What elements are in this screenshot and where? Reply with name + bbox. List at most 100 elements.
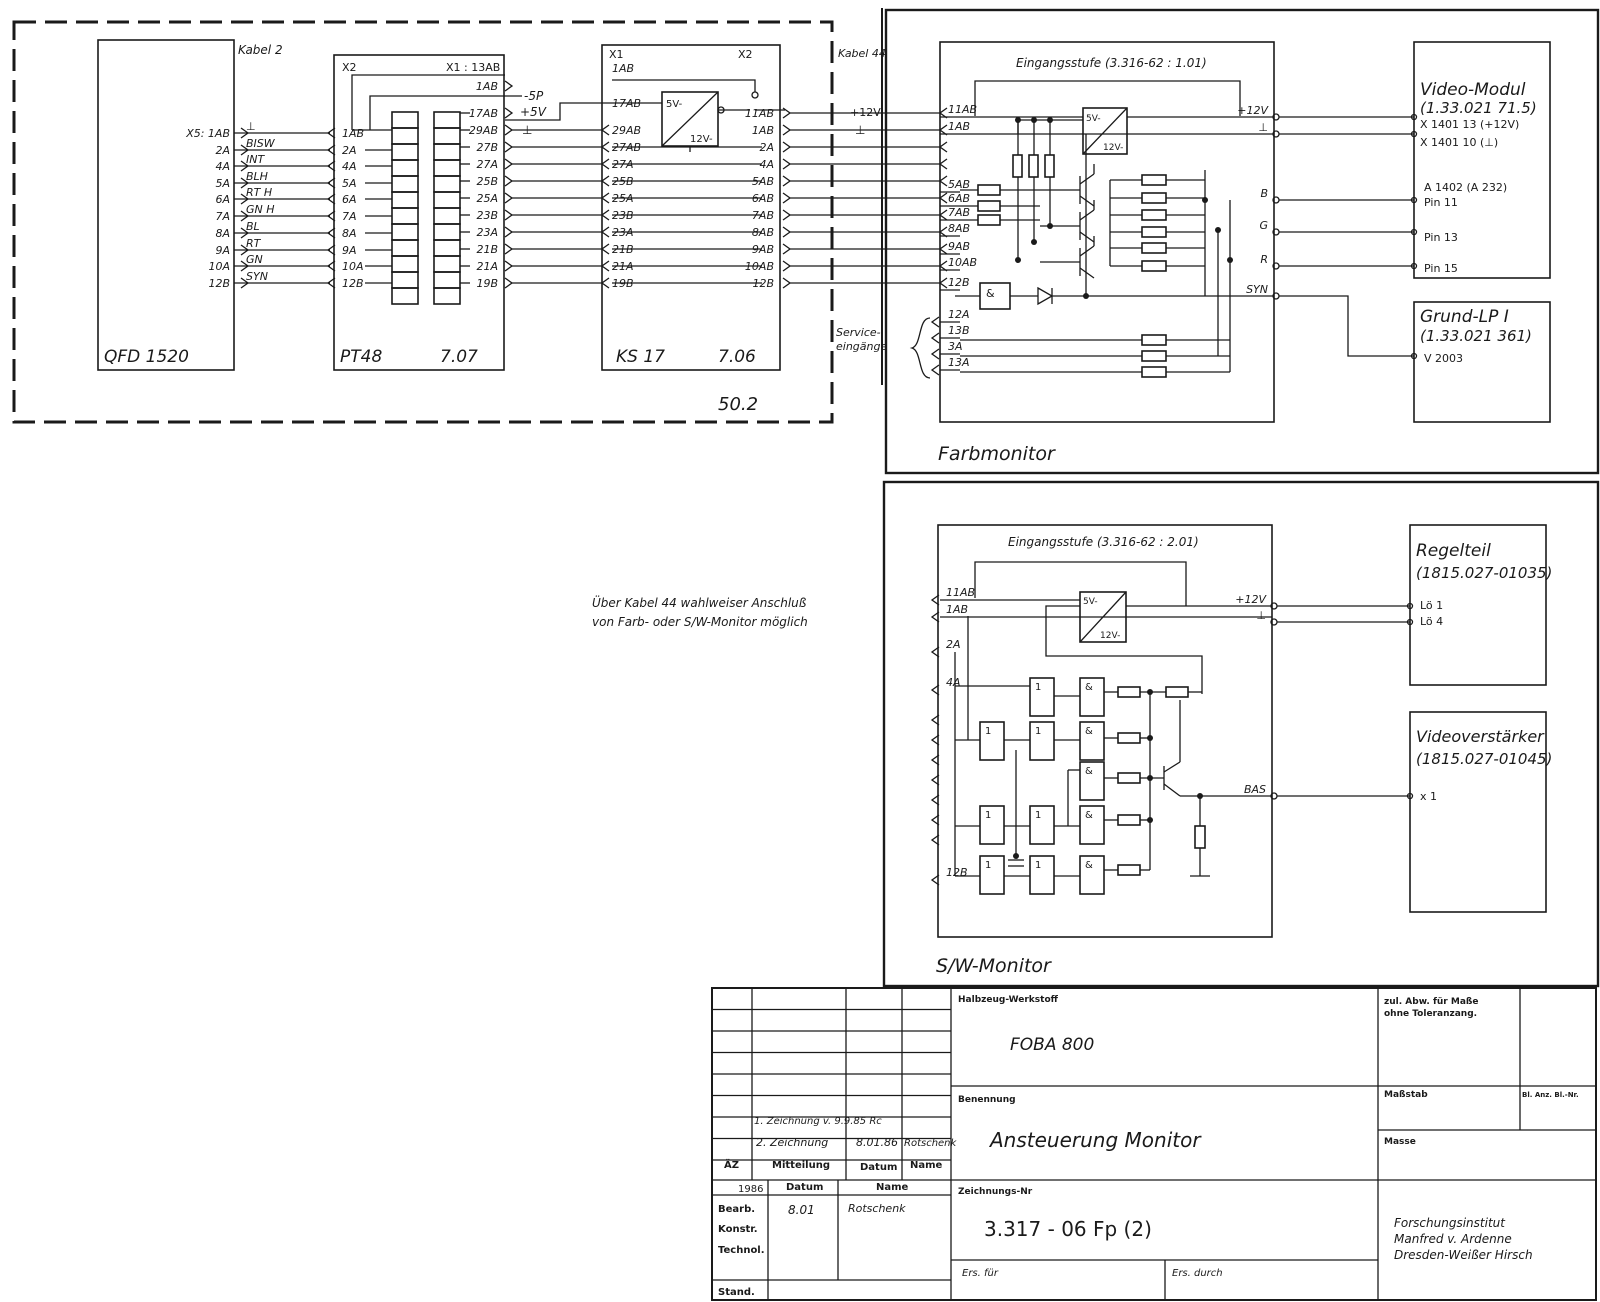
qfd-connector-icon-6 <box>240 227 250 239</box>
tb-massstab: Maßstab <box>1384 1090 1428 1100</box>
ks17-right-pin-5: 6AB <box>752 192 774 205</box>
sw-gate-symbol-5: & <box>1085 766 1093 777</box>
pt48-connector-icon-9 <box>326 277 336 289</box>
video-modul-box <box>1413 41 1551 279</box>
sw-resistor-5 <box>1165 686 1189 698</box>
tb-bearb-name: Rotschenk <box>848 1202 906 1215</box>
ks17-out-connector-icon-5 <box>782 192 792 204</box>
ks17-right-pin-10: 12B <box>752 277 774 290</box>
qfd-signal-3: BLH <box>246 170 268 183</box>
farb-output-label-3: G <box>1259 219 1268 232</box>
pt48-5p: -5P <box>524 89 544 103</box>
tb-datum-header: Datum <box>860 1162 897 1173</box>
sw-stage-label: Eingangsstufe (3.316-62 : 2.01) <box>1008 535 1199 549</box>
kabel44-gnd: ⊥ <box>855 123 865 137</box>
pt48-block-left-10 <box>391 271 419 289</box>
sw-gate-symbol-1: & <box>1085 682 1093 693</box>
farb-connector-icon-8 <box>938 243 948 255</box>
farb-and-gate-symbol: & <box>986 287 995 300</box>
tb-ers-fuer: Ers. für <box>962 1268 999 1279</box>
qfd-connector-icon-2 <box>240 160 250 172</box>
farb-service-resistor-2 <box>1141 366 1167 378</box>
regelteil-row-0: Lö 1 <box>1420 599 1443 612</box>
farb-output-resistor-2 <box>1141 209 1167 221</box>
regelteil-box <box>1409 524 1547 686</box>
ks17-right-pin-7: 8AB <box>752 226 774 239</box>
sw-monitor-frame <box>882 480 1600 988</box>
sw-extra-connector-icon-5 <box>930 814 940 826</box>
pt48-block-right-1 <box>433 127 461 145</box>
unit-50-2: 50.2 Kabel 2 QFD 1520 PT48 7.07 X2 X1 : … <box>12 20 948 424</box>
farbmonitor-eingangsstufe-box <box>939 41 1275 423</box>
qfd-1520-label: QFD 1520 <box>104 347 189 367</box>
sw-gate-10 <box>1029 855 1055 895</box>
grund-lpi-row-0: V 2003 <box>1424 352 1463 365</box>
farb-service-connector-icon-12 <box>930 364 940 376</box>
kabel44-label: Kabel 44 <box>838 47 886 60</box>
pt48-x1: X1 : 13AB <box>446 61 500 74</box>
sw-converter-out: 12V- <box>1100 631 1120 641</box>
sw-eingangsstufe-box <box>937 524 1273 938</box>
qfd-pin-2: 4A <box>215 160 230 173</box>
pt48-block-left-6 <box>391 207 419 225</box>
sw-gate-11 <box>1079 855 1105 895</box>
qfd-connector-icon-0 <box>240 127 250 139</box>
qfd-connector-icon-1 <box>240 144 250 156</box>
ks17-connector-icon-3 <box>600 141 610 153</box>
farb-output-resistor-3 <box>1141 226 1167 238</box>
kabel2-label: Kabel 2 <box>238 43 283 57</box>
ks17-connector-icon-7 <box>600 209 610 221</box>
ks17-label: KS 17 <box>616 347 665 367</box>
grund-lpi-number: (1.33.021 361) <box>1420 327 1532 345</box>
tb-datum-col: Datum <box>786 1182 823 1193</box>
qfd-signal-9: SYN <box>246 270 268 283</box>
tb-bearb-date: 8.01 <box>788 1203 815 1217</box>
tb-name-col: Name <box>876 1182 909 1193</box>
farb-connector-icon-2 <box>938 141 948 153</box>
farb-pin-0: 11AB <box>948 103 977 116</box>
qfd-connector-icon-5 <box>240 210 250 222</box>
sw-extra-connector-icon-6 <box>930 834 940 846</box>
sw-gate-symbol-7: 1 <box>1035 810 1041 821</box>
sw-monitor-title: S/W-Monitor <box>936 955 1052 977</box>
pt48-x2: X2 <box>342 61 357 74</box>
sw-extra-connector-icon-0 <box>930 714 940 726</box>
farb-pin-5: 8AB <box>948 222 970 235</box>
pt48-left-pin-8: 10A <box>342 260 364 273</box>
kabel-44: Kabel 44 +12V ⊥ Service-eingänge Über Ka… <box>592 8 931 629</box>
tb-halbzeug-label: Halbzeug-Werkstoff <box>958 995 1059 1005</box>
tb-institute-3: Dresden-Weißer Hirsch <box>1394 1248 1533 1262</box>
tb-zul-abw-1: zul. Abw. für Maße <box>1384 997 1478 1007</box>
qfd-signal-2: INT <box>246 153 265 166</box>
farb-and-gate <box>979 282 1011 310</box>
qfd-pin-9: 12B <box>208 277 230 290</box>
pt48-terminal-blocks <box>352 111 470 305</box>
qfd-connector-icon-9 <box>240 277 250 289</box>
pt48-left-pin-4: 6A <box>342 193 357 206</box>
tb-benennung-label: Benennung <box>958 1095 1016 1105</box>
tb-drawing-number: 3.317 - 06 Fp (2) <box>984 1217 1152 1241</box>
sw-gate-8 <box>1079 805 1105 845</box>
sw-pin-0: 11AB <box>946 586 975 599</box>
tb-bearb: Bearb. <box>718 1204 755 1215</box>
wire <box>1163 783 1181 797</box>
qfd-1520-box <box>97 39 235 371</box>
sw-connector-icon-4 <box>930 874 940 886</box>
farbmonitor-converter-in: 5V- <box>1086 114 1101 124</box>
ks17-left-pin-0: 1AB <box>612 62 634 75</box>
pt48-left-pin-2: 4A <box>342 160 357 173</box>
farb-connector-icon-5 <box>938 192 948 204</box>
pt48-left-pin-7: 9A <box>342 244 357 257</box>
sw-gate-symbol-11: & <box>1085 860 1093 871</box>
sw-connector-icon-0 <box>930 594 940 606</box>
ks17-right-pin-2: 2A <box>759 141 774 154</box>
pt48-label: PT48 <box>340 347 382 367</box>
qfd-connector-icon-7 <box>240 244 250 256</box>
ks17-x2: X2 <box>738 48 753 61</box>
wire <box>1079 231 1095 243</box>
tb-product: FOBA 800 <box>1010 1035 1094 1055</box>
pt48-right-pin-5: 25B <box>476 175 498 188</box>
sw-resistor-0 <box>1117 686 1141 698</box>
